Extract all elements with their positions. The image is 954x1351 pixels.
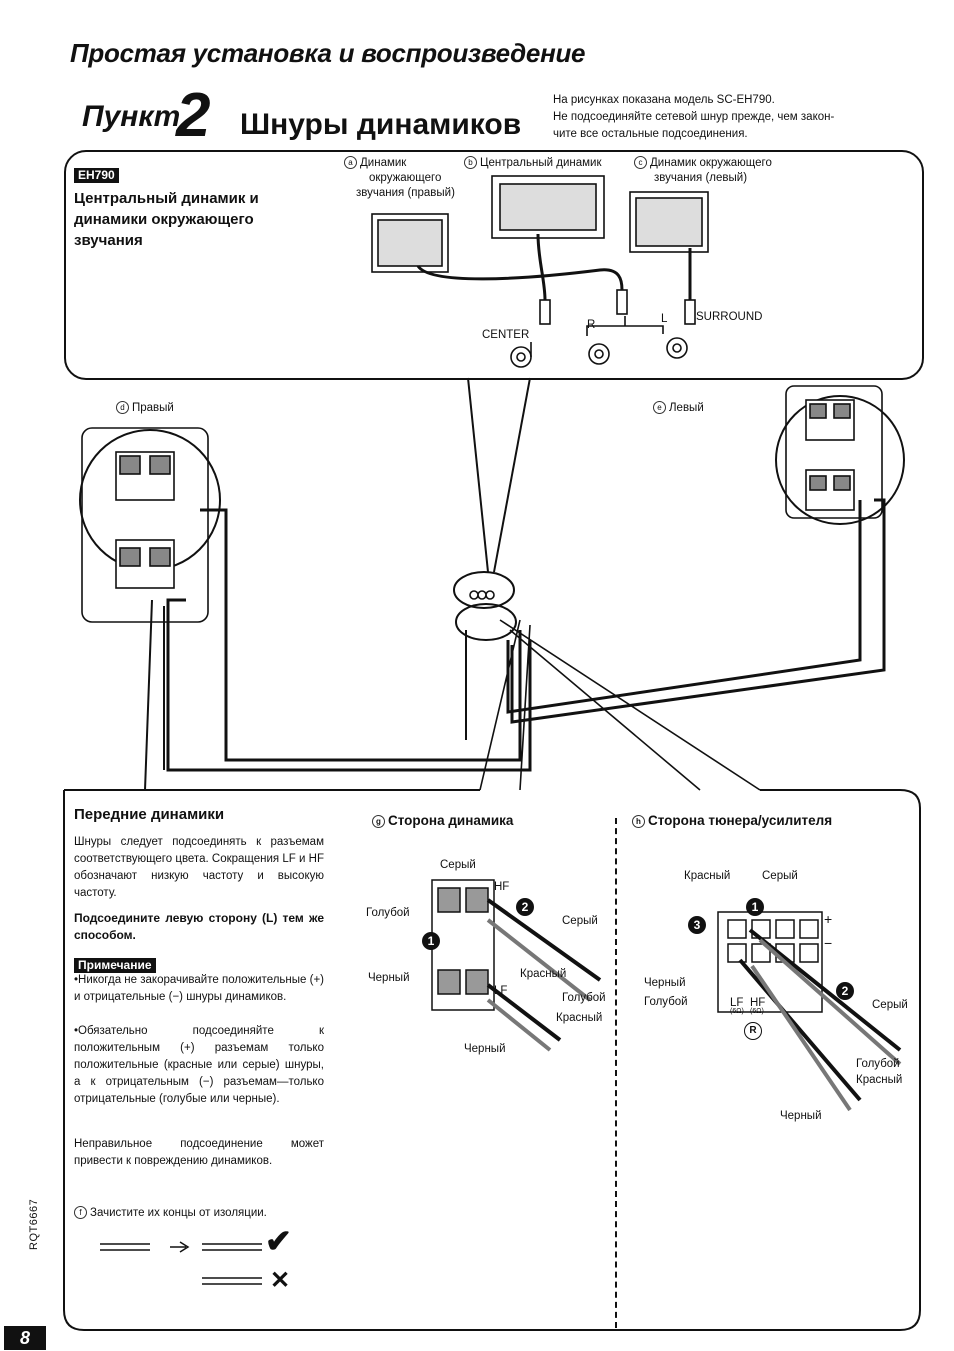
damage-warning: Неправильное подсоединение может привест… (74, 1138, 324, 1167)
label-text: Зачистите их концы от изоляции. (90, 1207, 267, 1219)
impedance-label: (6Ω) (750, 1008, 764, 1015)
center-jack-label: CENTER (482, 329, 530, 341)
wire-label: Черный (644, 977, 686, 989)
surround-jack-label: SURROUND (696, 311, 763, 323)
wire-label: Серый (440, 859, 476, 871)
title-text: Сторона тюнера/усилителя (648, 813, 833, 828)
heading-line: динамики окружающего (74, 211, 254, 228)
left-side-note: Подсоедините левую сторону (L) тем же сп… (74, 911, 324, 942)
tuner-hf-label: HF (750, 997, 766, 1009)
label-text: окружающего (369, 172, 442, 184)
wire-label: Голубой (644, 996, 688, 1008)
marker-b: b (464, 156, 477, 169)
marker-f: f (74, 1206, 87, 1219)
wire-label: Красный (520, 968, 567, 980)
model-badge: EH790 (74, 166, 119, 184)
cross-icon: ✕ (270, 1267, 291, 1294)
lf-label: LF (494, 985, 508, 997)
front-speakers-heading: Передние динамики (74, 806, 225, 823)
label-text: звучания (левый) (654, 172, 748, 184)
tuner-lf-label: LF (730, 997, 744, 1009)
label-text: Правый (132, 402, 174, 414)
marker-h: h (632, 815, 645, 828)
wire-label: Серый (872, 999, 908, 1011)
label-text: звучания (правый) (356, 187, 455, 199)
front-intro: Шнуры следует подсоединять к разъемам со… (74, 836, 324, 899)
model-note: На рисунках показана модель SC-EH790. Не… (553, 92, 903, 143)
wire-label: Черный (368, 972, 410, 984)
note-badge-text: Примечание (74, 958, 156, 973)
wire-label: Красный (556, 1012, 603, 1024)
step-3-marker: 3 (688, 916, 706, 934)
surround-panel (64, 150, 924, 380)
marker-e: e (653, 401, 666, 414)
right-channel-marker: R (744, 1022, 762, 1040)
step-1-marker: 1 (746, 898, 764, 916)
wire-label: Голубой (562, 992, 606, 1004)
label-text: Левый (669, 402, 704, 414)
document-code: RQT6667 (28, 1198, 40, 1250)
marker-g: g (372, 815, 385, 828)
wire-label: Серый (762, 870, 798, 882)
label-text: Центральный динамик (480, 157, 602, 169)
center-speaker (491, 175, 605, 239)
marker-a: a (344, 156, 357, 169)
step-1-marker: 1 (422, 932, 440, 950)
wire-label: Черный (464, 1043, 506, 1055)
surround-right-speaker (371, 213, 449, 273)
jack-r-label: R (587, 319, 596, 331)
wire-label: Голубой (856, 1058, 900, 1070)
check-icon: ✔ (265, 1223, 292, 1259)
model-note-line: чите все остальные подсоединения. (553, 128, 748, 140)
page-title: Простая установка и воспроизведение (70, 38, 586, 68)
wire-label: Серый (562, 915, 598, 927)
marker-d: d (116, 401, 129, 414)
step-2-marker: 2 (516, 898, 534, 916)
label-text: Динамик (360, 157, 407, 169)
jack-l-label: L (661, 313, 668, 325)
note-badge: Примечание (74, 956, 156, 974)
step-2-marker: 2 (836, 982, 854, 1000)
wire-label: Красный (684, 870, 731, 882)
page-number: 8 (4, 1326, 46, 1350)
heading-line: Центральный динамик и (74, 190, 259, 207)
model-badge-text: EH790 (74, 168, 119, 183)
label-text: Динамик окружающего (650, 157, 772, 169)
marker-c: c (634, 156, 647, 169)
step-label: Пункт (82, 100, 181, 133)
surround-left-speaker (629, 191, 709, 253)
surround-heading: Центральный динамик и динамики окружающе… (74, 188, 314, 251)
wire-label: Голубой (366, 907, 410, 919)
hf-label: HF (494, 881, 510, 893)
column-divider (615, 818, 617, 1328)
step-title: Шнуры динамиков (240, 108, 522, 141)
model-note-line: Не подсоединяйте сетевой шнур прежде, че… (553, 111, 835, 123)
note-bullet: •Обязательно подсоединяйте к положительн… (74, 1025, 324, 1105)
model-note-line: На рисунках показана модель SC-EH790. (553, 94, 775, 106)
step-number: 2 (176, 81, 211, 150)
plus-sign: + (824, 911, 833, 927)
title-text: Сторона динамика (388, 813, 514, 828)
heading-line: звучания (74, 232, 143, 249)
wire-label: Черный (780, 1110, 822, 1122)
wire-label: Красный (856, 1074, 903, 1086)
minus-sign: − (824, 935, 833, 951)
impedance-label: (6Ω) (730, 1008, 744, 1015)
note-bullet: •Никогда не закорачивайте положительные … (74, 974, 324, 1003)
